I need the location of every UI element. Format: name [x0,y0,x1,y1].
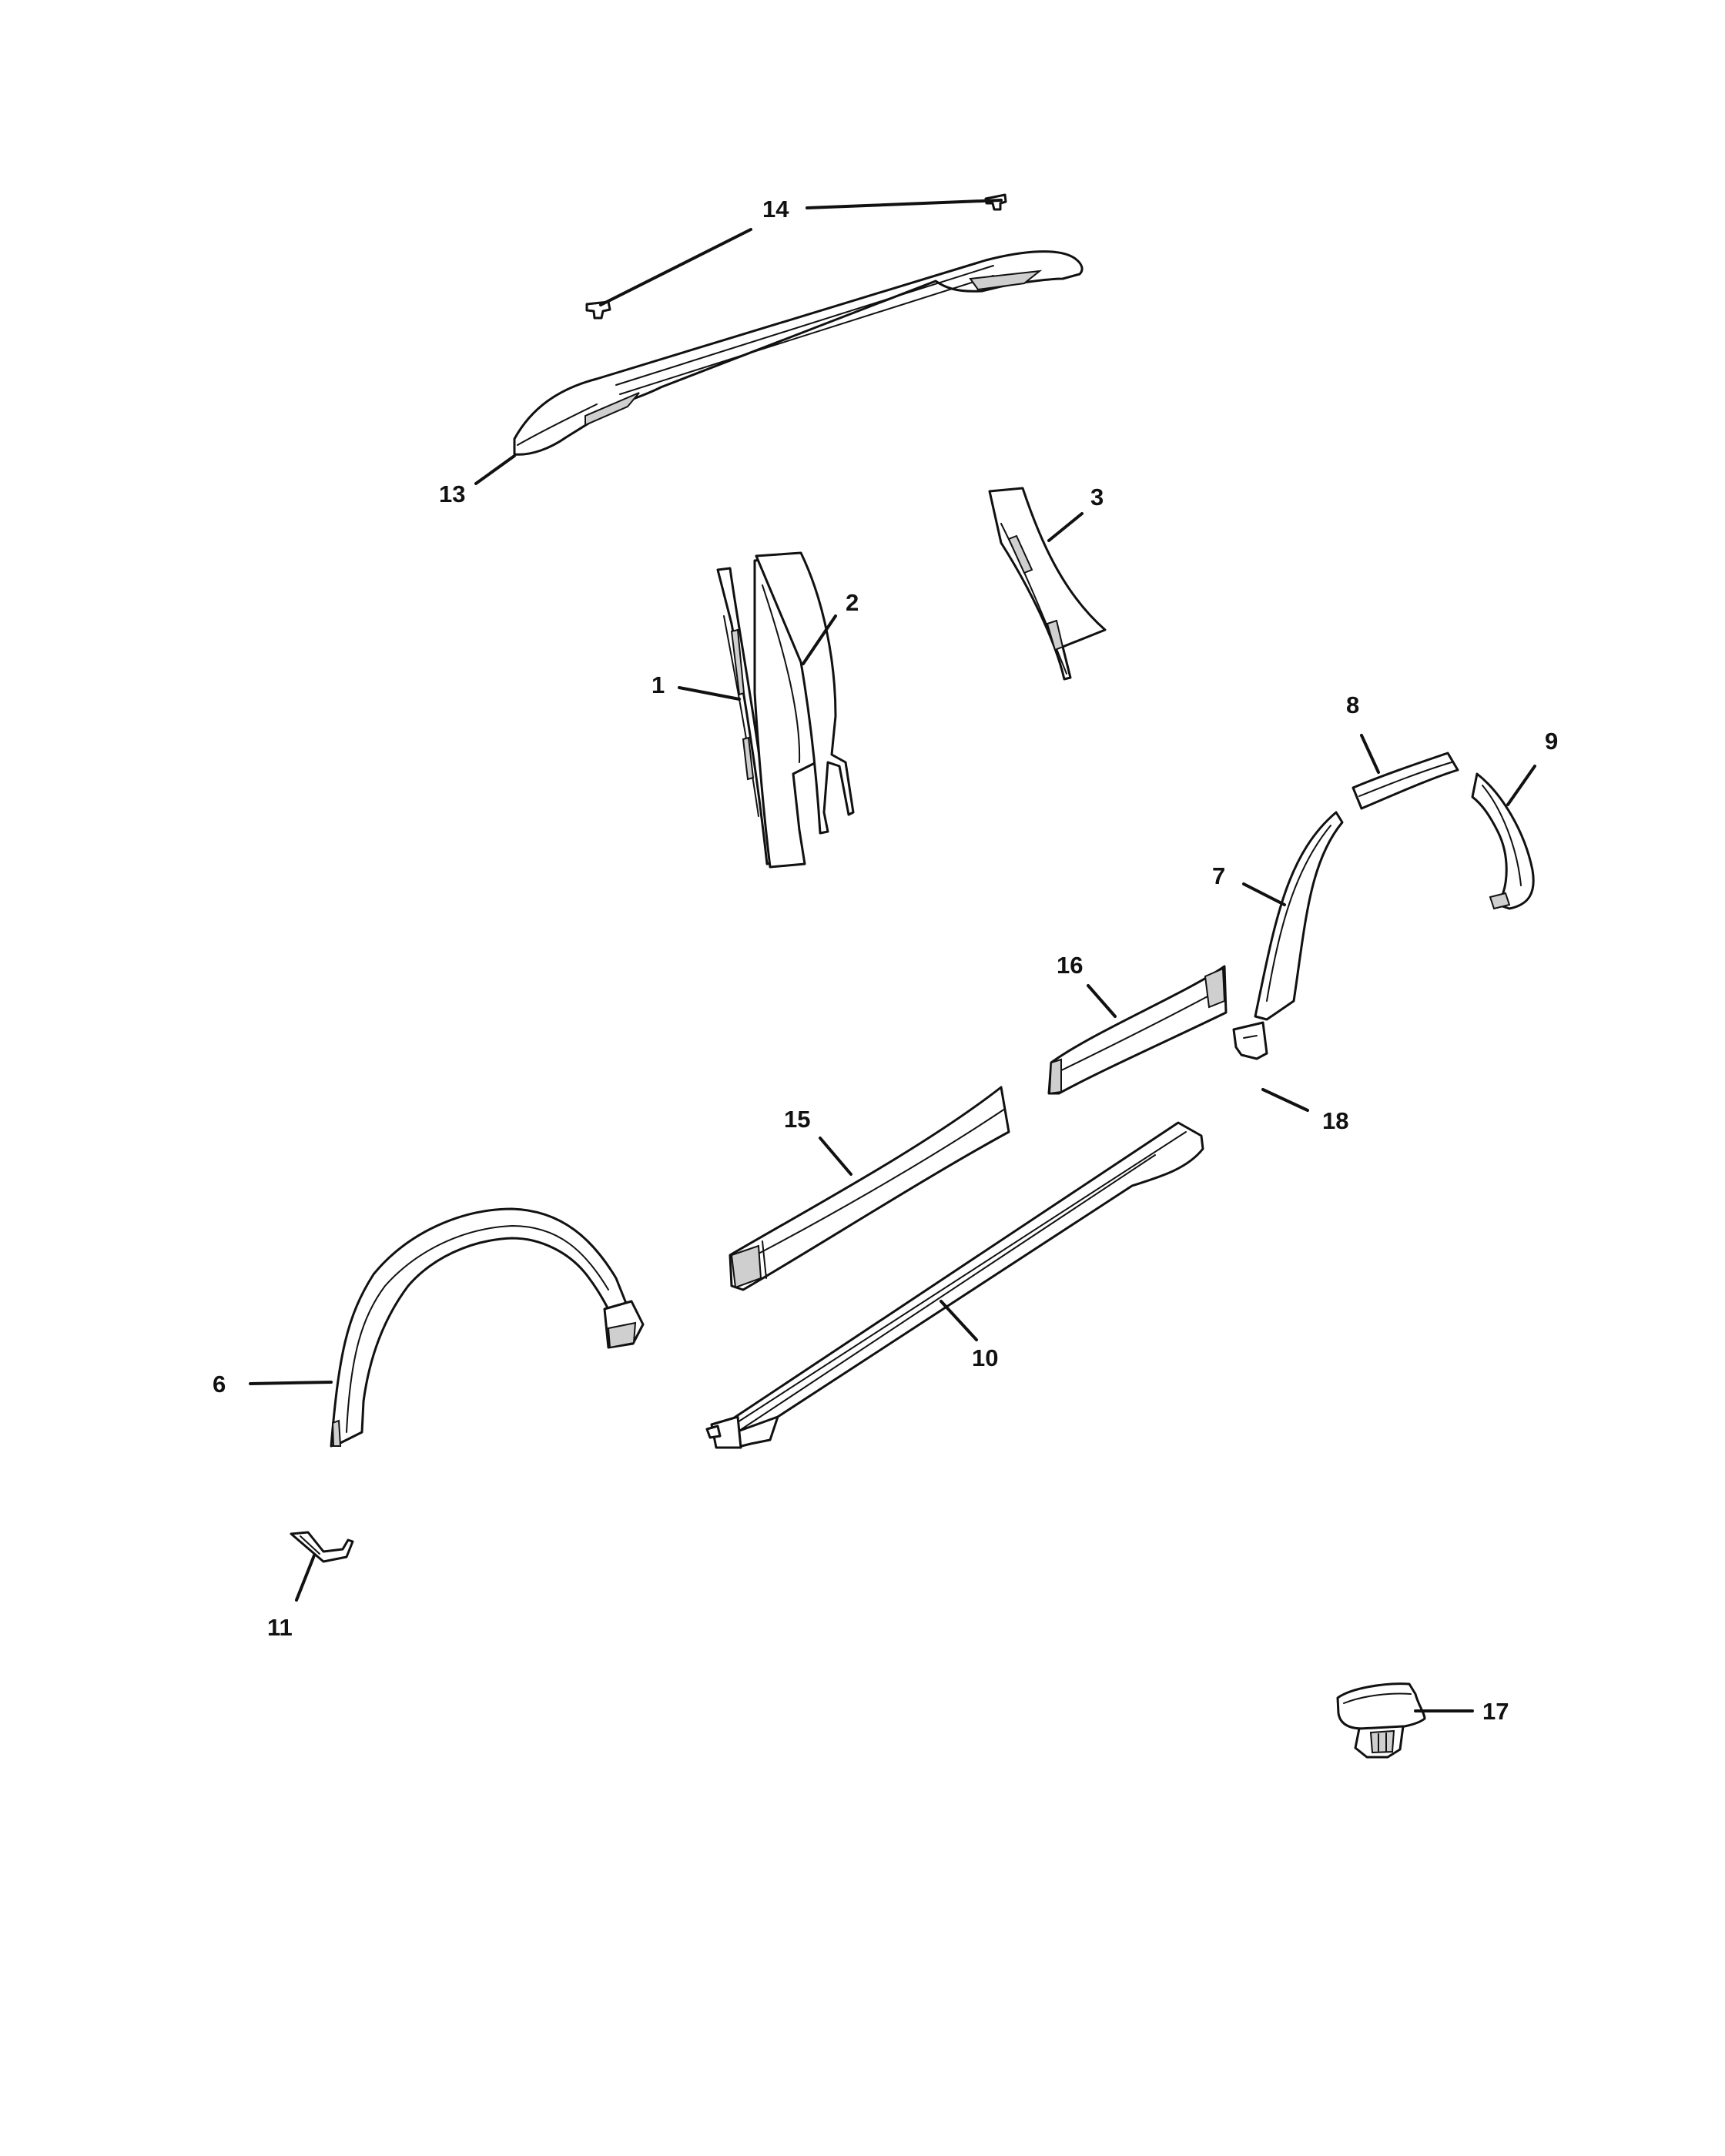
part-14-end-caps [585,193,1007,320]
leader-13 [474,454,516,485]
callout-18: 18 [1322,1107,1348,1134]
leader-3 [1047,512,1084,542]
part-2-pillar-applique [753,551,855,869]
leader-6 [249,1381,333,1385]
part-7-flare-riser [1254,811,1344,1021]
leader-lines [249,199,1536,1712]
part-11-small-bracket [290,1531,354,1563]
callout-8: 8 [1346,691,1359,718]
part-18-bracket [1232,1021,1268,1060]
leader-16 [1087,984,1117,1018]
part-8-flare-segment [1352,752,1459,810]
callout-17: 17 [1482,1698,1509,1725]
callout-15: 15 [784,1106,810,1133]
callout-16: 16 [1057,952,1083,979]
part-15-front-door-molding [729,1086,1010,1291]
callout-labels: 1 2 3 6 7 8 9 10 11 13 14 15 16 17 18 [213,196,1558,1725]
callout-14: 14 [762,196,789,223]
leader-15 [819,1137,852,1176]
leader-7 [1242,882,1286,906]
leader-18 [1261,1088,1309,1112]
leader-1 [678,686,741,701]
callout-1: 1 [651,671,665,698]
part-10-rocker-molding [705,1121,1204,1449]
leader-10 [940,1300,978,1341]
callout-10: 10 [972,1344,998,1371]
part-16-rear-door-molding [1047,965,1228,1095]
part-13-roof-rail [513,250,1084,456]
leader-8 [1360,734,1380,774]
callout-6: 6 [213,1371,226,1398]
callout-3: 3 [1090,484,1104,511]
callout-13: 13 [439,480,465,507]
leader-9 [1506,765,1536,806]
callout-2: 2 [846,589,859,616]
part-6-front-wheel-flare [330,1207,645,1448]
leader-2 [802,614,837,665]
leader-14b [599,228,752,306]
callout-11: 11 [267,1614,293,1641]
part-9-quarter-corner [1471,772,1535,910]
leader-14a [806,199,1003,209]
callout-7: 7 [1212,862,1225,889]
callout-9: 9 [1545,728,1558,755]
leader-11 [295,1554,316,1602]
part-3-rear-pillar [988,487,1107,681]
part-17-clip [1336,1682,1426,1759]
